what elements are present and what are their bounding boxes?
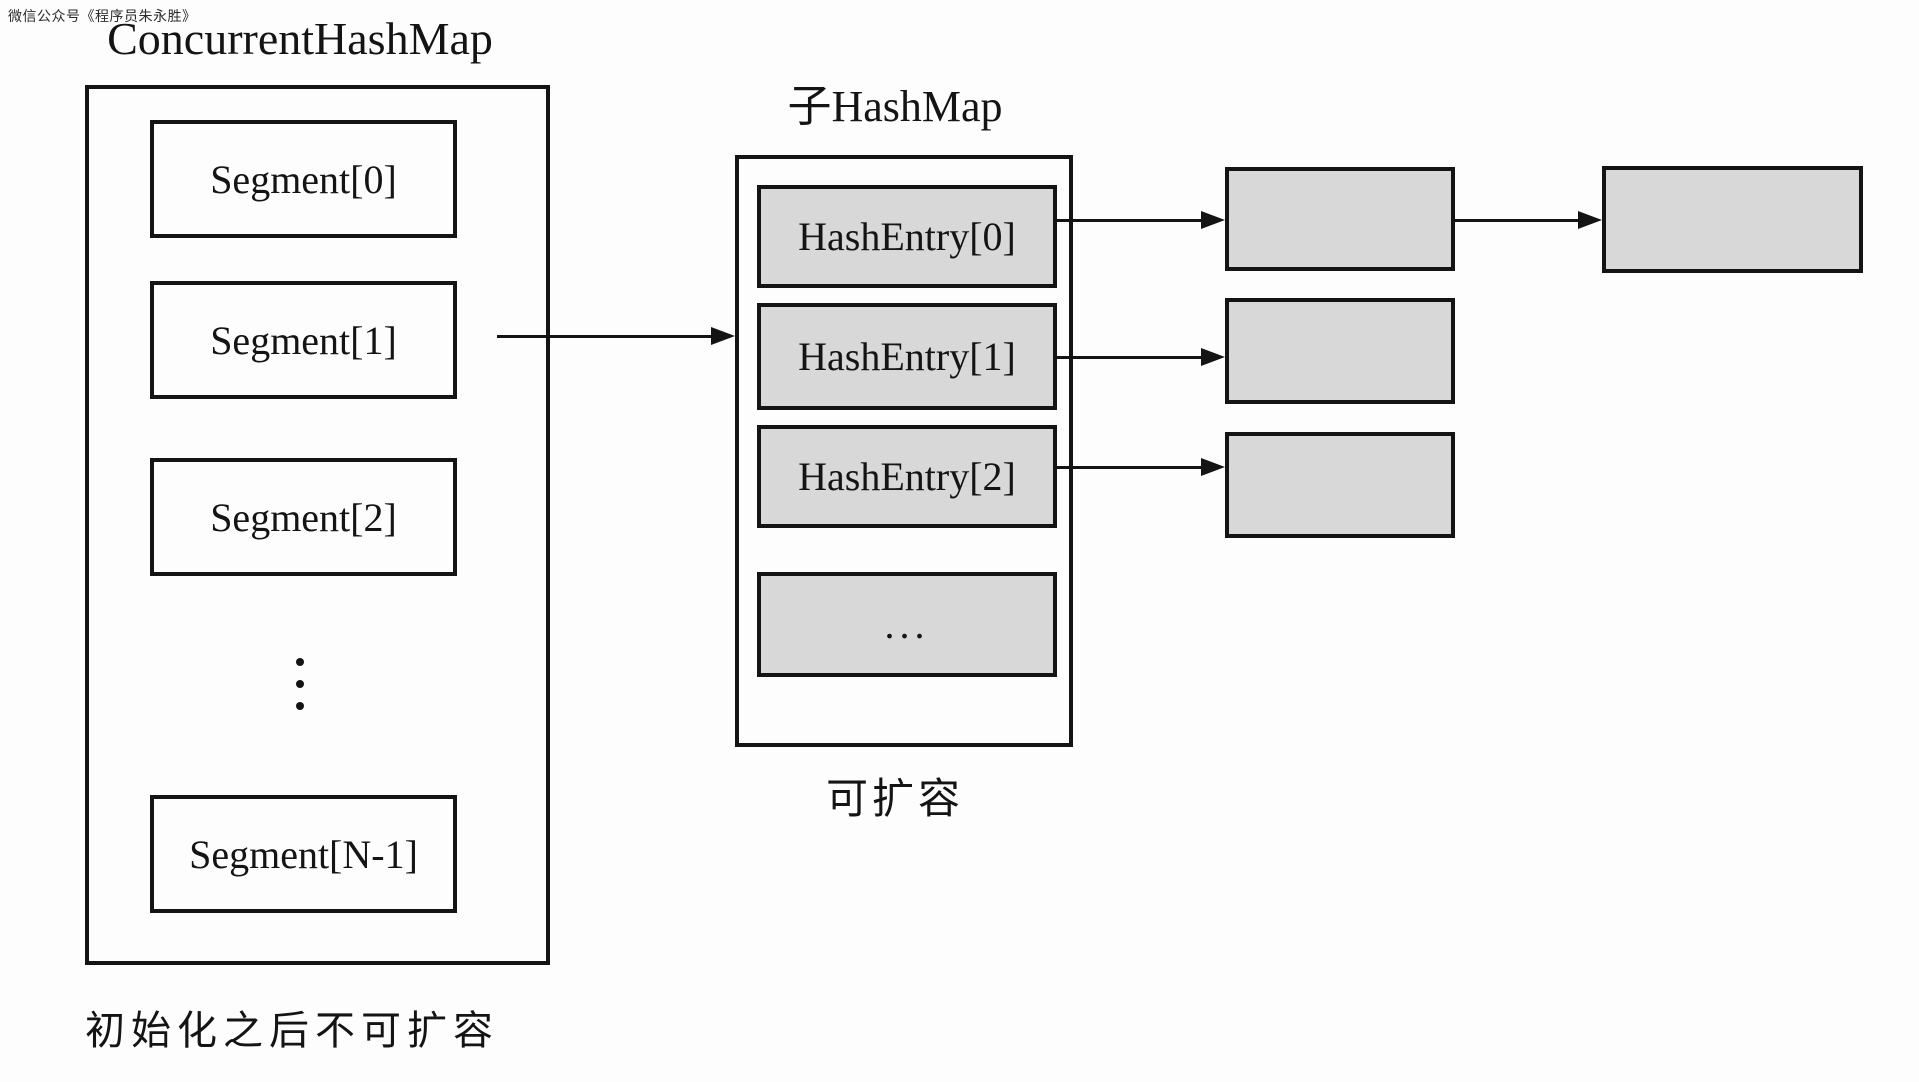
linked-list-node	[1225, 167, 1455, 271]
linked-list-node	[1225, 432, 1455, 538]
segment-2-box: Segment[2]	[150, 458, 457, 576]
arrowhead-icon	[1201, 458, 1225, 476]
arrowhead-icon	[1201, 211, 1225, 229]
arrow-node-to-node	[1455, 219, 1582, 222]
ellipsis-dot	[296, 658, 304, 666]
ellipsis-dot	[296, 680, 304, 688]
arrowhead-icon	[1578, 211, 1602, 229]
arrow-hashentry2-to-node	[1057, 466, 1205, 469]
arrowhead-icon	[1201, 348, 1225, 366]
arrow-hashentry0-to-node	[1057, 219, 1205, 222]
linked-list-node	[1602, 166, 1863, 273]
segment-0-box: Segment[0]	[150, 120, 457, 238]
segment-1-box: Segment[1]	[150, 281, 457, 399]
hashentry-1-box: HashEntry[1]	[757, 303, 1057, 410]
ellipsis-dot	[296, 702, 304, 710]
concurrenthashmap-caption: 初始化之后不可扩容	[85, 1009, 499, 1053]
subhashmap-caption: 可扩容	[825, 775, 964, 822]
watermark-text: 微信公众号《程序员朱永胜》	[8, 8, 197, 24]
segment-n-1-box: Segment[N-1]	[150, 795, 457, 913]
vertical-ellipsis	[296, 658, 304, 710]
concurrenthashmap-title: ConcurrentHashMap	[107, 13, 493, 64]
hashentry-0-box: HashEntry[0]	[757, 185, 1057, 288]
arrow-segment1-to-subhashmap	[497, 335, 715, 338]
linked-list-node	[1225, 298, 1455, 404]
hashentry-2-box: HashEntry[2]	[757, 425, 1057, 528]
arrowhead-icon	[711, 327, 735, 345]
hashentry-ellipsis-box: ...	[757, 572, 1057, 677]
subhashmap-title: 子HashMap	[787, 82, 1003, 131]
arrow-hashentry1-to-node	[1057, 356, 1205, 359]
